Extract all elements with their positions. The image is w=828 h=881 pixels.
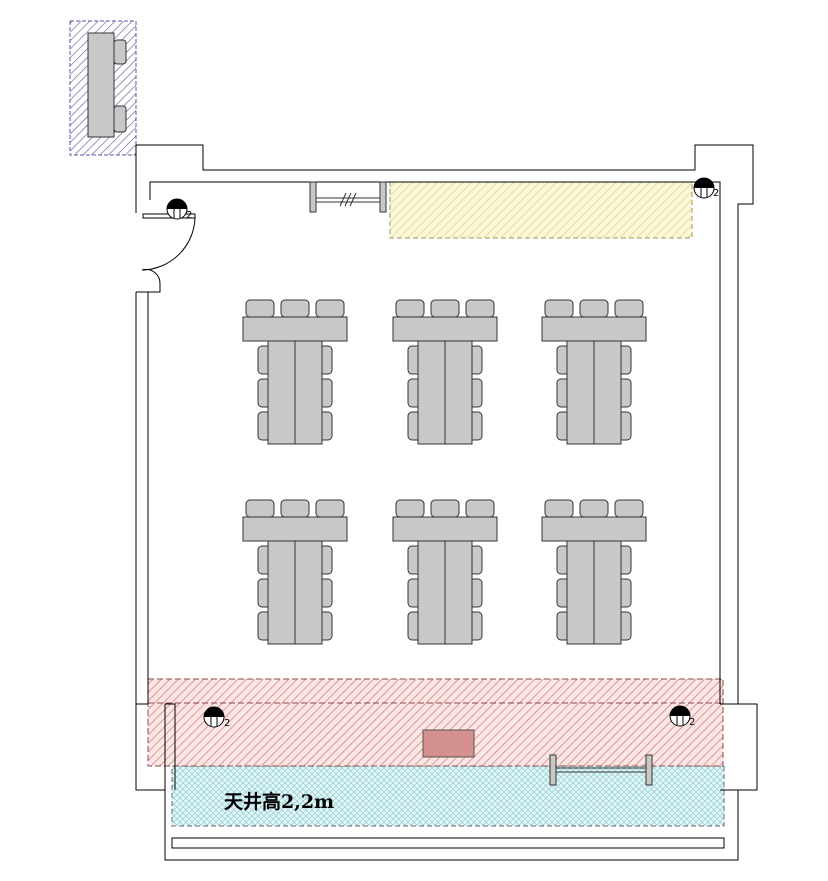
long-table (593, 340, 622, 445)
chair (544, 299, 574, 318)
stacked-partition (549, 754, 653, 786)
long-table (417, 340, 446, 445)
head-table (392, 316, 498, 342)
door-swing-icon (141, 213, 196, 293)
head-table (541, 316, 647, 342)
long-table (566, 540, 595, 645)
chair (465, 299, 495, 318)
svg-text:2: 2 (689, 717, 695, 728)
chair (315, 299, 345, 318)
ceiling-speaker-icon: 2 (669, 705, 695, 728)
long-table (294, 540, 323, 645)
stacked-partition (309, 181, 387, 213)
long-table (593, 540, 622, 645)
long-table (566, 340, 595, 445)
outside-equipment (69, 20, 137, 156)
ceiling-speaker-icon: 2 (203, 706, 230, 729)
chair (280, 499, 310, 518)
chair (280, 299, 310, 318)
chair (544, 499, 574, 518)
ceiling-speaker-icon: 2 (166, 198, 192, 221)
chair (395, 499, 425, 518)
ceiling-height-label: 天井高2,2m (224, 790, 334, 813)
yellow-zone (389, 181, 693, 239)
chair (614, 499, 644, 518)
cyan-zone (171, 765, 725, 827)
long-table (294, 340, 323, 445)
head-table (242, 316, 348, 342)
chair (395, 299, 425, 318)
chair (579, 299, 609, 318)
chair (579, 499, 609, 518)
long-table (417, 540, 446, 645)
table-group (392, 499, 498, 645)
chair (430, 299, 460, 318)
head-table (242, 516, 348, 542)
chair (245, 499, 275, 518)
table-group (242, 499, 348, 645)
walls (135, 144, 758, 861)
table-group (541, 499, 647, 645)
long-table (267, 540, 296, 645)
podium (422, 729, 475, 758)
chair (430, 499, 460, 518)
chair (465, 499, 495, 518)
table-group (541, 299, 647, 445)
table-group (392, 299, 498, 445)
svg-text:2: 2 (186, 210, 192, 221)
long-table (444, 540, 473, 645)
ceiling-speaker-icon: 2 (693, 177, 719, 199)
head-table (541, 516, 647, 542)
head-table (392, 516, 498, 542)
svg-text:2: 2 (224, 718, 230, 729)
long-table (444, 340, 473, 445)
chair (315, 499, 345, 518)
chair (245, 299, 275, 318)
table-group (242, 299, 348, 445)
svg-text:2: 2 (713, 188, 719, 199)
chair (614, 299, 644, 318)
long-table (267, 340, 296, 445)
table-groups (242, 299, 647, 645)
